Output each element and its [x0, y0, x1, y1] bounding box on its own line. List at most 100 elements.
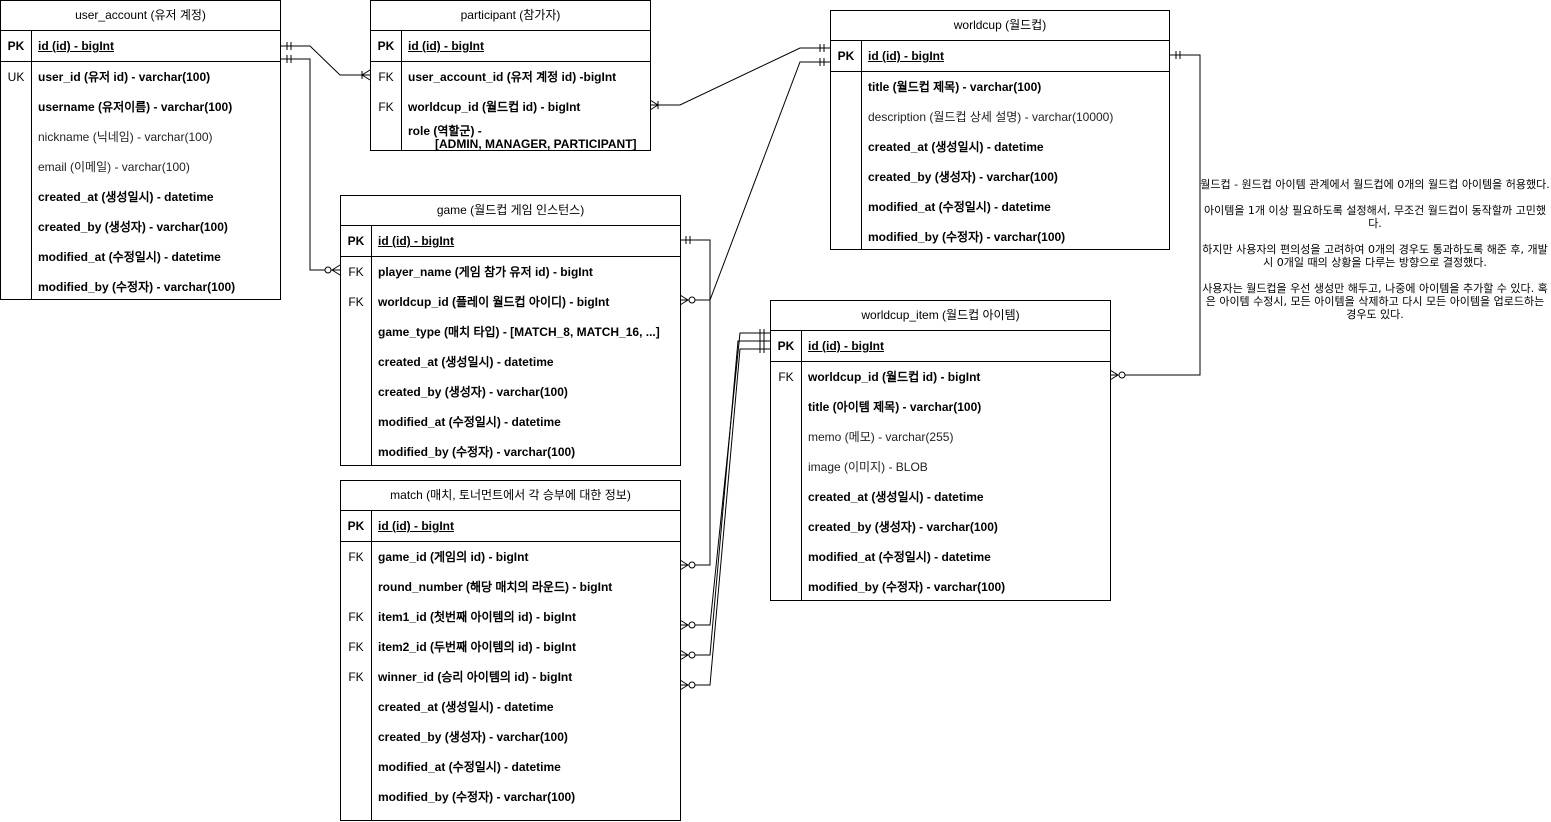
field-row: image (이미지) - BLOB [771, 452, 1110, 482]
key-column-divider [371, 510, 372, 820]
field-text: nickname (닉네임) - varchar(100) [38, 130, 213, 144]
field-row: FK player_name (게임 참가 유저 id) - bigInt [341, 257, 680, 287]
field-text: item1_id (첫번째 아이템의 id) - bigInt [378, 610, 576, 624]
pk-label: PK [837, 49, 855, 63]
field-text: created_by (생성자) - varchar(100) [378, 385, 568, 399]
pk-label: PK [777, 339, 795, 353]
field-row: created_by (생성자) - varchar(100) [771, 512, 1110, 542]
field-row: nickname (닉네임) - varchar(100) [1, 122, 280, 152]
design-note: 월드컵 - 원드컵 아이템 관계에서 월드컵에 0개의 월드컵 아이템을 허용했… [1200, 178, 1550, 334]
key-column-divider [401, 30, 402, 150]
field-row: created_at (생성일시) - datetime [771, 482, 1110, 512]
field-text: memo (메모) - varchar(255) [808, 430, 954, 444]
field-row: created_at (생성일시) - datetime [1, 182, 280, 212]
field-row: description (월드컵 상세 설명) - varchar(10000) [831, 102, 1169, 132]
field-row: created_by (생성자) - varchar(100) [341, 722, 680, 752]
rel-worldcup-participant [650, 47, 830, 106]
field-row: created_at (생성일시) - datetime [341, 347, 680, 377]
pk-field: id (id) - bigInt [868, 49, 944, 63]
pk-row: PK id (id) - bigInt [341, 226, 680, 256]
field-text: round_number (해당 매치의 라운드) - bigInt [378, 580, 613, 594]
field-text-continued: [ADMIN, MANAGER, PARTICIPANT] [435, 137, 637, 151]
entity-title: game (월드컵 게임 인스턴스) [341, 196, 680, 226]
field-text: created_at (생성일시) - datetime [378, 700, 554, 714]
field-row: modified_by (수정자) - varchar(100) [1, 272, 280, 302]
pk-field: id (id) - bigInt [378, 519, 454, 533]
field-row: modified_by (수정자) - varchar(100) [831, 222, 1169, 252]
field-text: worldcup_id (월드컵 id) - bigInt [808, 370, 981, 384]
field-row: FK worldcup_id (월드컵 id) - bigInt [771, 362, 1110, 392]
entity-participant[interactable]: participant (참가자) PK id (id) - bigInt FK… [370, 0, 651, 151]
pk-label: PK [377, 39, 395, 53]
field-text: description (월드컵 상세 설명) - varchar(10000) [868, 110, 1114, 124]
entity-title: worldcup (월드컵) [831, 11, 1169, 41]
pk-row: PK id (id) - bigInt [371, 31, 650, 61]
pk-row: PK id (id) - bigInt [771, 331, 1110, 361]
entity-game[interactable]: game (월드컵 게임 인스턴스) PK id (id) - bigInt F… [340, 195, 681, 466]
entity-worldcup[interactable]: worldcup (월드컵) PK id (id) - bigInt title… [830, 10, 1170, 250]
note-paragraph: 월드컵 - 원드컵 아이템 관계에서 월드컵에 0개의 월드컵 아이템을 허용했… [1200, 178, 1550, 191]
key-column-divider [801, 330, 802, 600]
field-text: modified_by (수정자) - varchar(100) [378, 445, 576, 459]
field-row: username (유저이름) - varchar(100) [1, 92, 280, 122]
field-row: modified_by (수정자) - varchar(100) [341, 437, 680, 467]
field-row: modified_at (수정일시) - datetime [831, 192, 1169, 222]
pk-field: id (id) - bigInt [38, 39, 114, 53]
field-row: modified_by (수정자) - varchar(100) [771, 572, 1110, 602]
rel-game-match [680, 239, 711, 566]
note-paragraph: 아이템을 1개 이상 필요하도록 설정해서, 무조건 월드컵이 동작할까 고민했… [1203, 204, 1547, 230]
key-label: FK [348, 550, 364, 564]
entity-worldcup-item[interactable]: worldcup_item (월드컵 아이템) PK id (id) - big… [770, 300, 1111, 601]
field-row: title (아이템 제목) - varchar(100) [771, 392, 1110, 422]
field-row: round_number (해당 매치의 라운드) - bigInt [341, 572, 680, 602]
pk-field: id (id) - bigInt [378, 234, 454, 248]
field-row: created_by (생성자) - varchar(100) [831, 162, 1169, 192]
field-row: modified_at (수정일시) - datetime [341, 752, 680, 782]
field-row: title (월드컵 제목) - varchar(100) [831, 72, 1169, 102]
field-text: modified_at (수정일시) - datetime [868, 200, 1051, 214]
entity-user-account[interactable]: user_account (유저 계정) PK id (id) - bigInt… [0, 0, 281, 300]
field-text: modified_by (수정자) - varchar(100) [868, 230, 1066, 244]
field-text: modified_at (수정일시) - datetime [378, 415, 561, 429]
field-text: created_by (생성자) - varchar(100) [378, 730, 568, 744]
key-label: FK [378, 70, 394, 84]
rel-worldcup-game [680, 61, 830, 301]
rel-user-participant [281, 45, 370, 76]
field-text: created_by (생성자) - varchar(100) [38, 220, 228, 234]
key-label: FK [348, 670, 364, 684]
pk-label: PK [347, 234, 365, 248]
field-text: worldcup_id (플레이 월드컵 아이디) - bigInt [378, 295, 610, 309]
field-row: modified_by (수정자) - varchar(100) [341, 782, 680, 812]
entity-match[interactable]: match (매치, 토너먼트에서 각 승부에 대한 정보) PK id (id… [340, 480, 681, 821]
field-text: modified_at (수정일시) - datetime [808, 550, 991, 564]
field-text: created_by (생성자) - varchar(100) [868, 170, 1058, 184]
field-row: created_at (생성일시) - datetime [831, 132, 1169, 162]
field-text: created_by (생성자) - varchar(100) [808, 520, 998, 534]
field-text: created_at (생성일시) - datetime [808, 490, 984, 504]
field-text: player_name (게임 참가 유저 id) - bigInt [378, 265, 593, 279]
pk-label: PK [7, 39, 25, 53]
field-text: username (유저이름) - varchar(100) [38, 100, 233, 114]
key-label: FK [778, 370, 794, 384]
field-text: email (이메일) - varchar(100) [38, 160, 190, 174]
field-row: FK item1_id (첫번째 아이템의 id) - bigInt [341, 602, 680, 632]
note-paragraph: 사용자는 월드컵을 우선 생성만 해두고, 나중에 아이템을 추가할 수 있다.… [1202, 282, 1548, 321]
key-column-divider [861, 40, 862, 249]
field-text: modified_by (수정자) - varchar(100) [378, 790, 576, 804]
field-text: modified_at (수정일시) - datetime [378, 760, 561, 774]
field-text: created_at (생성일시) - datetime [38, 190, 214, 204]
key-label: FK [348, 265, 364, 279]
field-row: memo (메모) - varchar(255) [771, 422, 1110, 452]
key-label: FK [348, 610, 364, 624]
field-text: item2_id (두번째 아이템의 id) - bigInt [378, 640, 576, 654]
field-text: modified_at (수정일시) - datetime [38, 250, 221, 264]
field-row: created_by (생성자) - varchar(100) [341, 377, 680, 407]
rel-item-match-item2 [680, 340, 770, 656]
